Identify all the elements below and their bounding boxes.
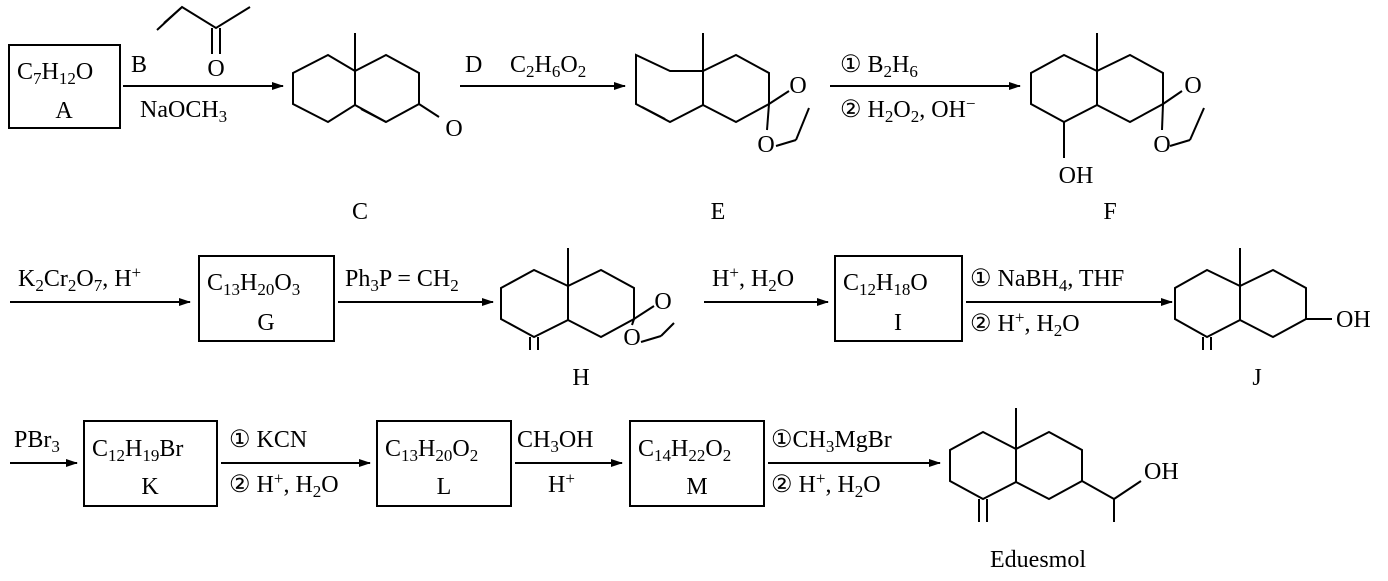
compound-box-A [8,44,121,129]
reagent-r9-step2: ② H+, H2O [229,469,339,500]
structure-J [1174,248,1332,350]
compound-box-G [198,255,335,342]
group-OH-F: OH [1059,163,1094,189]
formula-K: C12H19Br [92,436,183,465]
reagent-r7-step1: ① NaBH4, THF [970,266,1124,295]
reagent-ch3oh: CH3OH [517,427,594,456]
label-eduesmol: Eduesmol [990,547,1086,573]
atom-O-ketal-2-F: O [1153,132,1170,158]
label-K: K [141,474,159,500]
structure-E [635,33,810,147]
atom-O-ketal-2-H: O [623,325,640,351]
atom-O-ketal-1-H: O [654,289,671,315]
label-B: B [131,52,147,78]
structure-C [292,33,440,124]
reagent-r7-step2: ② H+, H2O [970,308,1080,339]
atom-O-ketal-1-E: O [789,73,806,99]
reagent-r11-step2: ② H+, H2O [771,469,881,500]
label-G: G [257,310,274,336]
atom-O-ketone-C: O [445,116,462,142]
atom-O-ketal-1-F: O [1184,73,1201,99]
reagent-k2cr2o7: K2Cr2O7, H+ [18,263,141,294]
formula-M: C14H22O2 [638,436,731,465]
reagent-r9-step1: ① KCN [229,427,307,453]
label-H: H [572,365,589,391]
reagent-hydrolysis: H+, H2O [712,263,794,294]
compound-box-L [376,420,512,507]
reagent-naoch3: NaOCH3 [140,97,227,126]
reagent-r3-step2: ② H2O2, OH− [840,94,975,125]
reagent-wittig: Ph3P = CH2 [345,266,459,295]
label-C: C [352,199,368,225]
formula-L: C13H20O2 [385,436,478,465]
atom-O-ketone-B: O [207,56,224,82]
atom-O-ketal-2-E: O [757,132,774,158]
compound-box-K [83,420,218,507]
label-M: M [686,474,707,500]
structure-B [156,5,251,54]
compound-box-I [834,255,963,342]
formula-A: C7H12O [17,59,93,88]
label-L: L [437,474,452,500]
label-A: A [55,98,73,124]
formula-I: C12H18O [843,270,928,299]
formula-G: C13H20O3 [207,270,300,299]
reagent-pbr3: PBr3 [14,427,60,456]
label-J: J [1252,365,1261,391]
compound-box-M [629,420,765,507]
reagent-r10-acid: H+ [548,469,575,498]
reagent-grignard: ①CH3MgBr [771,427,892,456]
group-OH-J: OH [1336,307,1371,333]
structure-eduesmol [949,408,1142,522]
label-I: I [894,310,902,336]
structure-F [1030,33,1205,158]
label-D: D [465,52,482,78]
reagent-c2h6o2: C2H6O2 [510,52,586,81]
group-OH-eduesmol: OH [1144,459,1179,485]
label-F: F [1103,199,1116,225]
reagent-r3-step1: ① B2H6 [840,52,918,81]
structure-H [500,248,675,350]
label-E: E [711,199,726,225]
